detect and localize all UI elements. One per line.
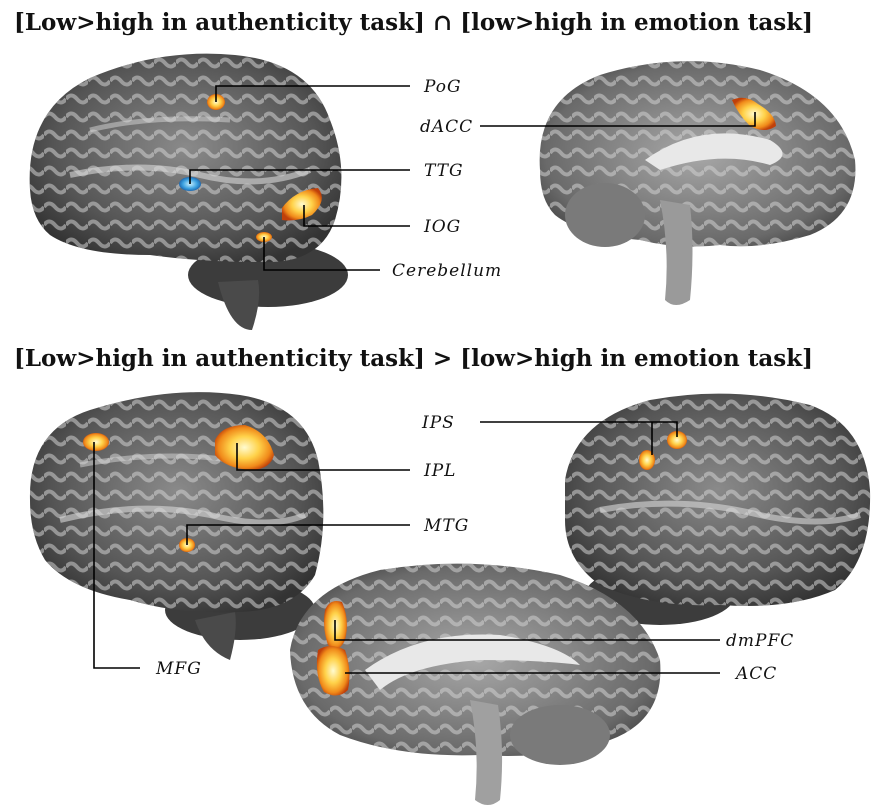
brain-medial-top — [539, 61, 856, 305]
leader-dacc — [480, 112, 756, 127]
leader-dmpfc — [334, 620, 720, 641]
activation-ips-right-b — [667, 431, 687, 449]
label-acc: ACC — [734, 664, 777, 684]
activation-mfg — [83, 433, 109, 451]
label-mfg: MFG — [155, 659, 202, 679]
brain-lateral-right — [565, 393, 871, 625]
leader-mfg — [93, 442, 140, 669]
label-ipl: IPL — [423, 461, 456, 481]
label-pog: PoG — [423, 77, 462, 97]
leader-pog — [215, 85, 410, 102]
label-ttg: TTG — [424, 161, 464, 181]
leader-mtg — [186, 524, 410, 545]
label-ips: IPS — [421, 413, 455, 433]
leader-ttg — [189, 169, 410, 184]
activation-ipl — [215, 425, 274, 470]
label-dmpfc: dmPFC — [726, 631, 794, 651]
activation-ips-right-a — [639, 450, 655, 470]
leader-cerebellum — [263, 237, 380, 271]
leader-ipl — [236, 443, 410, 471]
brain-lateral-bottom — [29, 392, 324, 660]
panel-title-conjunction: [Low>high in authenticity task] ∩ [low>h… — [14, 9, 814, 36]
brain-lateral-top — [29, 53, 348, 330]
label-dacc: dACC — [420, 117, 473, 137]
activation-dacc — [732, 97, 776, 130]
leader-iog — [303, 205, 410, 227]
label-cerebellum: Cerebellum — [392, 261, 502, 281]
label-mtg: MTG — [423, 516, 469, 536]
activation-iog — [282, 188, 322, 221]
activation-acc — [316, 646, 350, 696]
label-iog: IOG — [423, 217, 461, 237]
brain-medial-bottom — [290, 563, 661, 805]
panel-title-contrast: [Low>high in authenticity task] > [low>h… — [14, 345, 814, 372]
leader-ips — [480, 421, 678, 437]
